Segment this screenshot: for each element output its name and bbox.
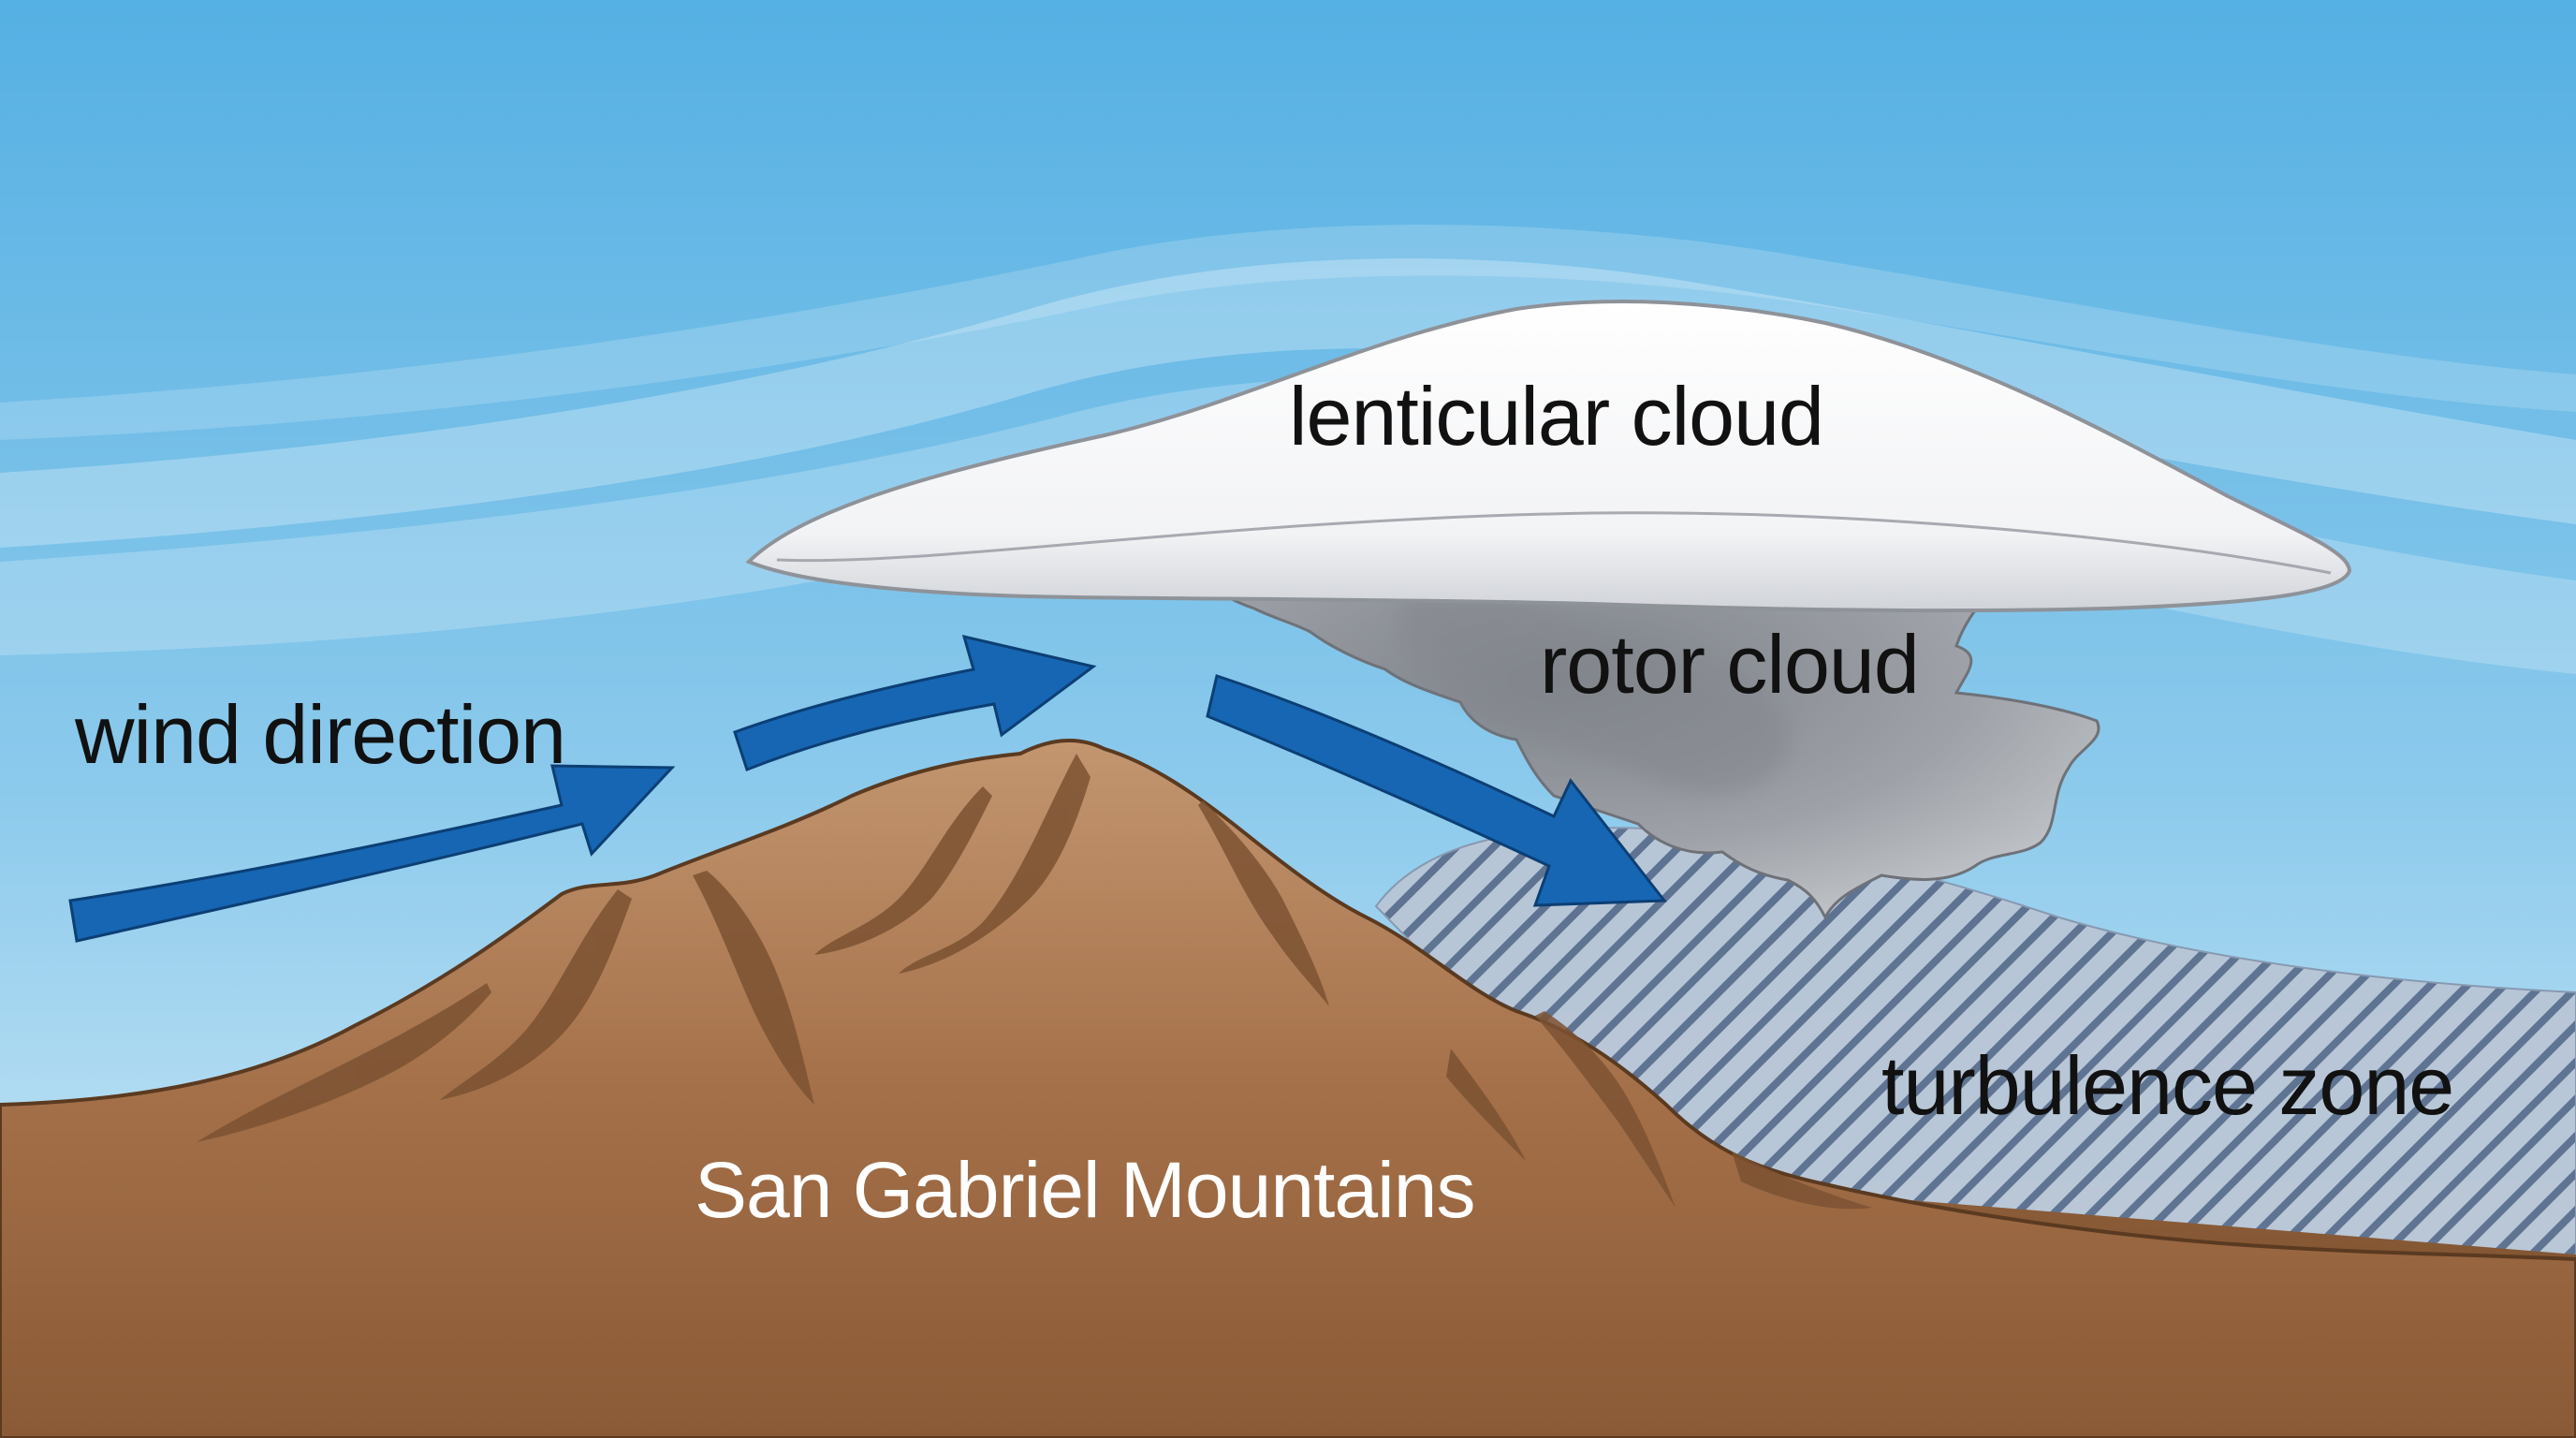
wind-arrow-1-icon bbox=[68, 764, 676, 943]
mountain-ridges bbox=[197, 754, 1872, 1210]
rotor-cloud-icon bbox=[1120, 521, 2100, 921]
lenticular-cloud-label: lenticular cloud bbox=[1289, 370, 1823, 462]
wind-arrow-2-icon bbox=[733, 634, 1097, 771]
rotor-cloud-label: rotor cloud bbox=[1540, 618, 1919, 711]
mountains-label: San Gabriel Mountains bbox=[695, 1146, 1474, 1234]
mountain-icon bbox=[0, 738, 2576, 1438]
turbulence-zone-label: turbulence zone bbox=[1881, 1039, 2453, 1132]
wind-arrows bbox=[68, 634, 1667, 943]
wind-streaks bbox=[0, 225, 2576, 674]
lenticular-cloud-icon bbox=[745, 300, 2352, 613]
wind-arrow-3-icon bbox=[1206, 674, 1667, 907]
wind-direction-label: wind direction bbox=[74, 688, 565, 781]
